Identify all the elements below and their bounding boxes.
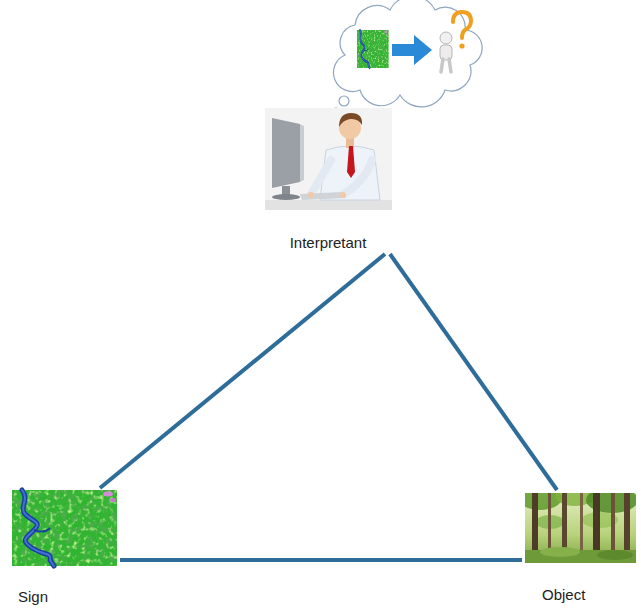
picture-node: Sign [10,488,120,608]
thought-bubble [333,0,482,114]
person-at-computer-part [339,113,362,127]
person-at-computer [265,108,392,210]
satellite-image-part [12,490,117,566]
person-at-computer-part [311,160,331,194]
connector-line [390,254,557,490]
thought-bubble-part [333,0,482,107]
question-figure-part [440,32,452,44]
mini-satellite-image [357,30,389,68]
picture-space [262,106,394,210]
thought-bubble-part [339,96,349,106]
person-at-computer-part [347,146,355,178]
satellite-image-part [110,498,116,502]
picture-node: Interpretant [262,106,394,254]
picture-space [522,490,638,564]
forest-photo-part [532,493,538,555]
satellite-image-part [103,492,113,497]
person-at-computer-part [272,118,300,188]
person-at-computer-part [300,192,346,200]
question-figure [440,12,471,72]
forest-photo-part [611,493,615,553]
node-label: Sign [10,588,120,606]
node-label: Interpretant [262,234,394,252]
person-at-computer-part [265,108,392,210]
thought-arrow [392,35,432,65]
node-label: Object [522,586,638,604]
person-at-computer-part [320,146,380,200]
forest-photo [525,493,636,563]
person-at-computer-part [340,192,346,198]
picture-node: Object [522,490,638,606]
forest-photo-part [597,550,633,560]
forest-photo-part [580,493,583,551]
person-at-computer-part [265,200,392,210]
forest-photo-part [624,493,630,557]
connector-line [100,254,385,488]
picture-space [10,488,120,566]
connector-line [120,558,522,562]
question-figure-part [453,12,471,38]
question-figure-part [441,59,451,72]
forest-photo-part [548,493,551,553]
person-at-computer-part [272,194,300,200]
forest-photo-part [562,493,567,555]
forest-photo-part [540,547,580,557]
person-at-computer-part [344,160,372,194]
satellite-image-part [22,490,54,566]
satellite-image-part [34,528,50,532]
satellite-image-part [12,490,117,566]
satellite-image [12,490,117,566]
person-at-computer-part [300,124,304,182]
satellite-image-part [22,490,54,566]
forest-photo-part [593,493,600,557]
person-at-computer-part [308,192,314,198]
question-figure-part [459,43,464,48]
satellite-image-part [12,490,117,566]
